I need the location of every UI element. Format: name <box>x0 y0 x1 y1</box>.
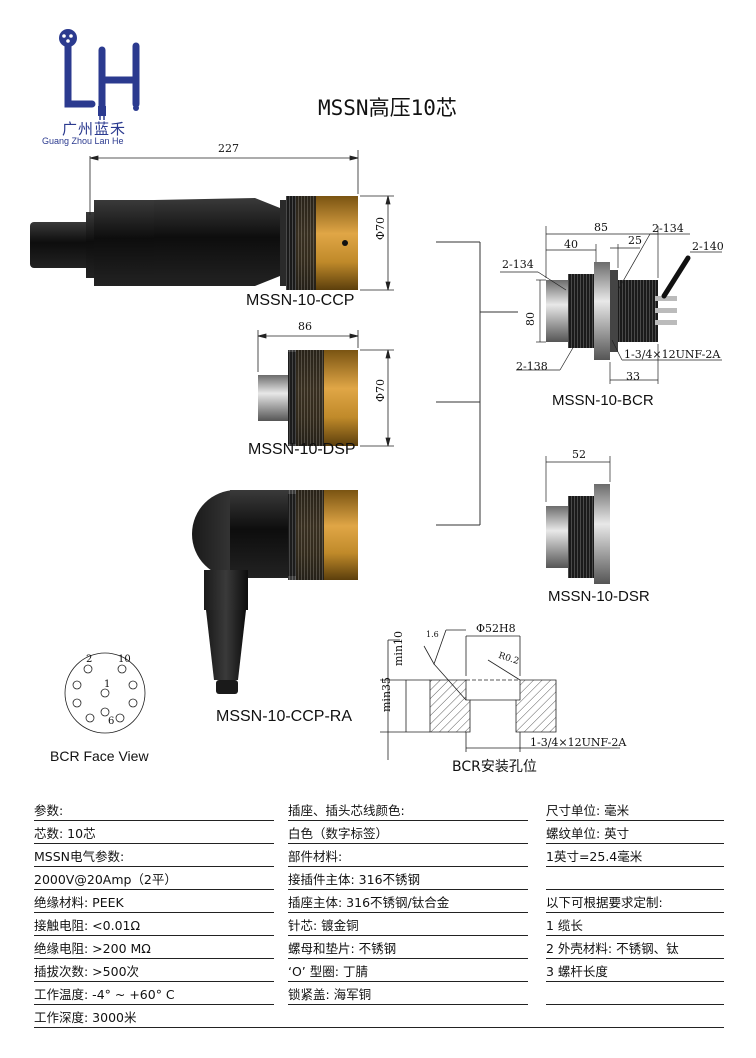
bcr-dim-40: 40 <box>564 238 578 251</box>
bcr-oring-2-138: 2-138 <box>516 360 548 373</box>
spec-col3-row: 3 螺杆长度 <box>546 964 608 979</box>
mounting-thread: 1-3/4×12UNF-2A <box>530 736 627 749</box>
bcr-dim-80: 80 <box>524 312 537 326</box>
mounting-min35: min35 <box>380 676 393 712</box>
ccp-length-dim <box>89 150 359 215</box>
bcr-thread: 1-3/4×12UNF-2A <box>624 348 721 361</box>
bcr-connector <box>546 255 691 360</box>
company-logo: 广州蓝禾 Guang Zhou Lan He <box>40 28 180 148</box>
ccp-connector <box>30 196 358 290</box>
ccp-length-text: 227 <box>218 142 239 155</box>
ccp-diameter-text: Φ70 <box>374 216 387 240</box>
spec-col2-row: 针芯: 镀金铜 <box>288 918 359 933</box>
spec-col1-row: 芯数: 10芯 <box>34 826 96 841</box>
bcr-oring-2-134-right: 2-134 <box>652 222 684 235</box>
mounting-label: BCR安装孔位 <box>452 759 537 775</box>
spec-col3-row: 螺纹单位: 英寸 <box>546 826 630 841</box>
dsr-dims <box>545 456 611 502</box>
bcr-dim-85: 85 <box>594 221 608 234</box>
dsr-dim-52: 52 <box>572 448 586 461</box>
mounting-bore: Φ52H8 <box>476 622 516 635</box>
lh-logo-icon <box>59 29 140 120</box>
dsp-label: MSSN-10-DSP <box>248 441 356 458</box>
spec-col2-row: 白色（数字标签） <box>288 826 389 841</box>
dsp-diameter-dim <box>360 349 394 447</box>
spec-col1-row: 绝缘材料: PEEK <box>34 895 124 910</box>
spec-col1-row: 2000V@20Amp（2平） <box>34 872 177 887</box>
spec-col1-row: 工作温度: -4° ~ +60° C <box>34 987 175 1002</box>
page-title: MSSN高压10芯 <box>318 96 457 120</box>
spec-col2-row: 螺母和垫片: 不锈钢 <box>288 941 397 956</box>
bracket-line <box>436 241 518 526</box>
logo-name-cn: 广州蓝禾 <box>62 120 127 138</box>
face-pin-10: 10 <box>118 654 131 665</box>
face-pin-6: 6 <box>108 716 115 727</box>
ccp-label: MSSN-10-CCP <box>246 292 355 309</box>
spec-col1-row: 绝缘电阻: >200 MΩ <box>34 941 151 956</box>
ccp-diameter-dim <box>360 195 394 291</box>
spec-col3-row: 1 缆长 <box>546 918 583 933</box>
bcr-label: MSSN-10-BCR <box>552 392 654 409</box>
mounting-rough: 1.6 <box>426 630 439 639</box>
spec-col2-row: 锁紧盖: 海军铜 <box>288 987 372 1002</box>
bcr-face-view-diagram <box>64 652 146 734</box>
spec-col1-row: 插拔次数: >500次 <box>34 964 140 979</box>
bcr-oring-2-140: 2-140 <box>692 240 724 253</box>
dsp-connector <box>258 350 358 446</box>
spec-col1-row: 工作深度: 3000米 <box>34 1010 137 1025</box>
face-pin-2: 2 <box>86 654 93 665</box>
spec-col2-row: 插座主体: 316不锈钢/钛合金 <box>288 895 450 910</box>
dsp-diameter-text: Φ70 <box>374 378 387 402</box>
dsr-label: MSSN-10-DSR <box>548 588 650 605</box>
spec-col3-row: 尺寸单位: 毫米 <box>546 803 630 818</box>
ccp-ra-label: MSSN-10-CCP-RA <box>216 708 353 725</box>
spec-col1-row: 参数: <box>34 803 64 818</box>
product-drawing <box>30 150 722 760</box>
logo-name-en: Guang Zhou Lan He <box>42 136 124 146</box>
bcr-dim-33: 33 <box>626 370 640 383</box>
spec-col2-row: 插座、插头芯线颜色: <box>288 803 405 818</box>
spec-col3-row: 以下可根据要求定制: <box>546 895 663 910</box>
face-pin-1: 1 <box>104 679 111 690</box>
spec-col2-row: 接插件主体: 316不锈钢 <box>288 872 421 887</box>
bcr-oring-2-134-left: 2-134 <box>502 258 534 271</box>
bcr-mounting-diagram <box>380 629 620 760</box>
mounting-min10: min10 <box>392 630 405 666</box>
face-view-label: BCR Face View <box>50 748 149 764</box>
dsp-length-text: 86 <box>298 320 312 333</box>
spec-col3-row: 1英寸=25.4毫米 <box>546 849 643 864</box>
spec-col1-row: MSSN电气参数: <box>34 849 125 864</box>
bcr-dims <box>500 226 722 384</box>
spec-col3-row: 2 外壳材料: 不锈钢、钛 <box>546 941 679 956</box>
spec-col2-row: ‘O’ 型圈: 丁腈 <box>288 964 368 979</box>
spec-col2-row: 部件材料: <box>288 849 343 864</box>
dsp-length-dim <box>257 330 359 372</box>
bcr-dim-25: 25 <box>628 234 642 247</box>
ccp-ra-connector <box>192 490 358 694</box>
spec-col1-row: 接触电阻: <0.01Ω <box>34 918 141 933</box>
dsr-connector <box>546 484 610 584</box>
